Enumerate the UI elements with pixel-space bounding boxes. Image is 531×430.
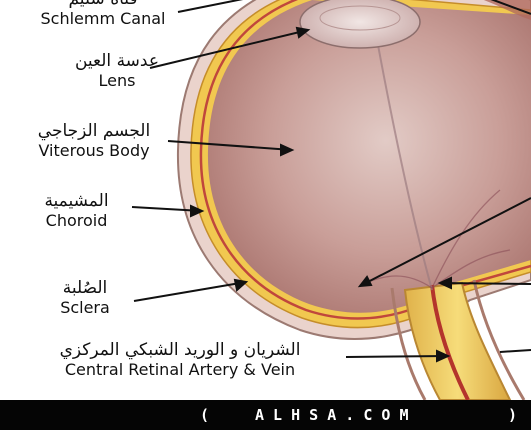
site-footer-bar: ( A L H S A . C O M )	[0, 400, 531, 430]
arrow-sclera	[134, 282, 246, 301]
label-vitreous-ar: الجسم الزجاجي	[14, 122, 174, 142]
label-vitreous-en: Viterous Body	[14, 142, 174, 160]
arrow-optic-disc	[440, 283, 531, 284]
label-lens-en: Lens	[62, 72, 172, 90]
lens-shape	[300, 0, 420, 48]
footer-site-name: A L H S A . C O M	[255, 406, 409, 424]
label-sclera-en: Sclera	[40, 299, 130, 317]
label-choroid-ar: المشيمية	[14, 192, 139, 212]
label-choroid: المشيمية Choroid	[14, 192, 139, 230]
footer-close-paren: )	[508, 406, 517, 424]
label-sclera: الصُلبة Sclera	[40, 279, 130, 317]
label-lens: عدسة العين Lens	[62, 52, 172, 90]
arrow-optic-nerve	[500, 350, 531, 352]
label-artery-ar: الشريان و الوريد الشبكي المركزي	[20, 341, 340, 361]
label-choroid-en: Choroid	[14, 212, 139, 230]
label-vitreous-body: الجسم الزجاجي Viterous Body	[14, 122, 174, 160]
footer-open-paren: (	[200, 406, 209, 424]
label-schlemm-en: Schlemm Canal	[18, 10, 188, 28]
label-sclera-ar: الصُلبة	[40, 279, 130, 299]
label-schlemm-canal: قناة شليم Schlemm Canal	[18, 0, 188, 28]
label-artery-en: Central Retinal Artery & Vein	[20, 361, 340, 379]
label-central-retinal-artery-vein: الشريان و الوريد الشبكي المركزي Central …	[20, 341, 340, 379]
label-lens-ar: عدسة العين	[62, 52, 172, 72]
arrow-artery	[346, 356, 448, 357]
